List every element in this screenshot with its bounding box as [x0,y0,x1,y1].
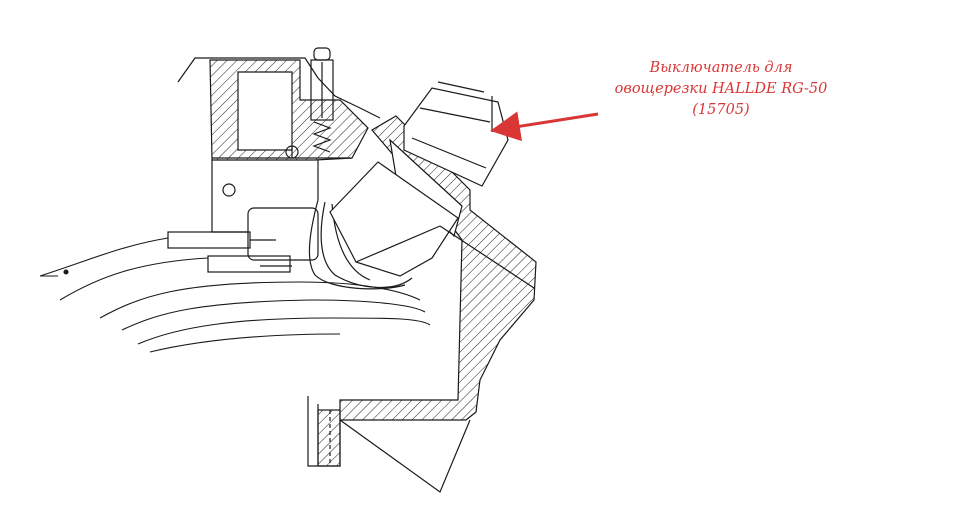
annotation-line-1: Выключатель для [649,60,793,76]
lower-mount [307,396,471,493]
connector-block [167,207,319,273]
annotation-label: Выключатель для овощерезки HALLDE RG-50 … [586,58,856,121]
housing [177,47,381,233]
annotation-line-3: (15705) [692,102,750,118]
annotation-arrow [490,111,599,142]
annotation-line-2: овощерезки HALLDE RG-50 [614,81,828,97]
switch-body [329,81,537,421]
curved-guide [39,237,431,353]
